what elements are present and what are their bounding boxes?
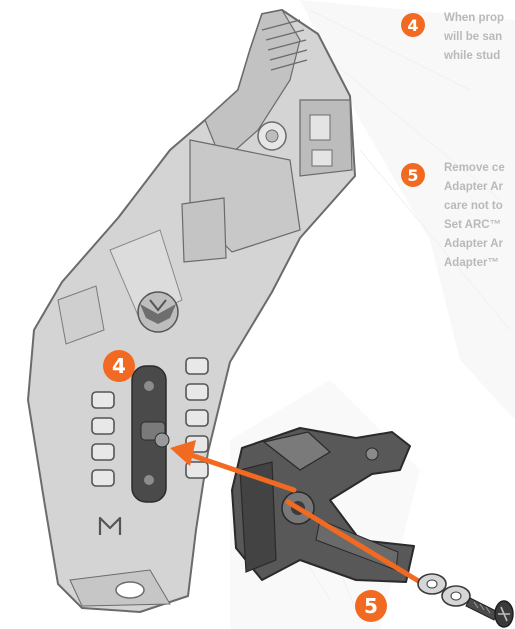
step-5-line: care not to (444, 197, 515, 216)
step-4-badge: 4 (401, 13, 425, 37)
step-5-text: Remove ce Adapter Ar care not to Set ARC… (444, 159, 515, 273)
step-5-line: Adapter Ar (444, 178, 515, 197)
step-4-line: while stud (444, 47, 515, 66)
step-5-line: Adapter Ar (444, 235, 515, 254)
step-5-line: Set ARC™ (444, 216, 515, 235)
step-4-text: When prop will be san while stud (444, 9, 515, 66)
step-5-badge: 5 (401, 163, 425, 187)
step-4-line: When prop (444, 9, 515, 28)
callout-step-5: 5 (355, 590, 387, 622)
eagle-logo-icon (138, 292, 178, 332)
step-5-line: Adapter™ (444, 254, 515, 273)
callout-step-4: 4 (103, 350, 135, 382)
screw-icon (466, 598, 513, 627)
step-5-line: Remove ce (444, 159, 515, 178)
washer-icon (418, 574, 470, 606)
step-4-line: will be san (444, 28, 515, 47)
